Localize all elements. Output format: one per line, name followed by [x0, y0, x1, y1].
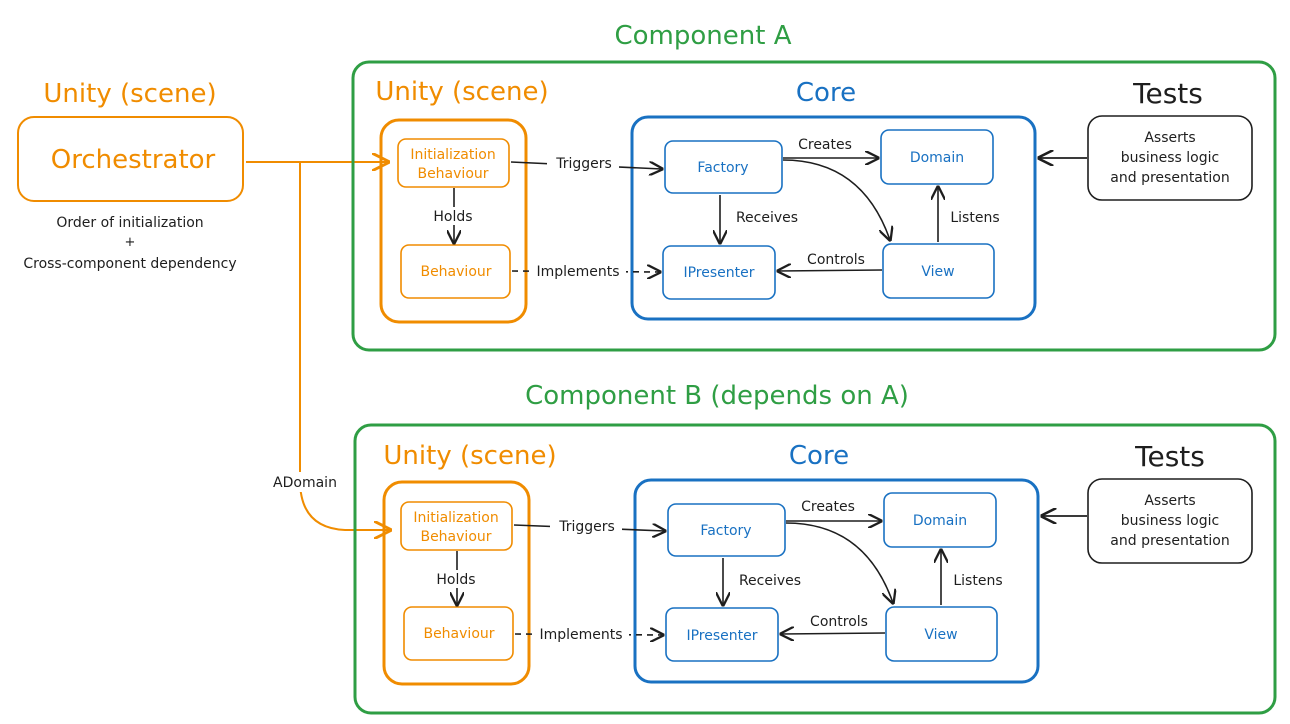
- component-a-frame: [351, 60, 1277, 352]
- component-b: Component B (depends on A) Unity (scene)…: [353, 381, 1277, 715]
- component-a-unity-title: Unity (scene): [375, 77, 548, 107]
- component-b-view-node[interactable]: [885, 606, 998, 662]
- component-a-tests-box[interactable]: [1087, 115, 1253, 201]
- component-b-domain-label: Domain: [913, 513, 967, 529]
- component-b-behaviour-node[interactable]: [403, 606, 514, 661]
- component-a-domain-label: Domain: [910, 150, 964, 166]
- component-a-creates-label: Creates: [798, 137, 852, 153]
- component-b-domain-node[interactable]: [883, 492, 997, 548]
- component-b-ipresenter-label: IPresenter: [686, 628, 757, 644]
- component-b-creates-view-arrow: [785, 522, 893, 603]
- component-a-controls-label: Controls: [807, 252, 865, 268]
- component-a-ipresenter-node[interactable]: [662, 245, 776, 300]
- component-b-tests-line3: and presentation: [1110, 533, 1229, 549]
- orchestrator-note-line2: +: [125, 235, 136, 250]
- component-b-holds-label: Holds: [436, 572, 475, 588]
- component-b-triggers-label: Triggers: [558, 519, 615, 535]
- component-a-triggers-label: Triggers: [555, 156, 612, 172]
- component-a-ipresenter-label: IPresenter: [683, 265, 754, 281]
- orchestrator-label: Orchestrator: [51, 145, 216, 175]
- component-b-controls-label: Controls: [810, 614, 868, 630]
- component-a-creates-view-arrow: [782, 159, 890, 240]
- component-b-unity-title: Unity (scene): [383, 441, 556, 471]
- component-b-core-title: Core: [789, 441, 849, 471]
- component-a-behaviour-node[interactable]: [400, 244, 511, 299]
- component-a-listens-label: Listens: [950, 210, 999, 226]
- component-a-implements-label: Implements: [536, 264, 619, 280]
- adomain-edge-label: ADomain: [273, 475, 337, 491]
- component-a-behaviour-label: Behaviour: [420, 264, 491, 280]
- component-b-ipresenter-node[interactable]: [665, 607, 779, 662]
- component-b-behaviour-label: Behaviour: [423, 626, 494, 642]
- orchestrator-note-line3: Cross-component dependency: [23, 256, 236, 272]
- orchestrator-note-line1: Order of initialization: [56, 215, 203, 231]
- component-a-init-line2: Behaviour: [417, 166, 488, 182]
- component-b-implements-label: Implements: [539, 627, 622, 643]
- component-a-factory-label: Factory: [697, 160, 748, 176]
- component-a-init-line1: Initialization: [410, 147, 495, 163]
- component-b-tests-line1: Asserts: [1144, 493, 1195, 509]
- component-b-controls-arrow: [781, 633, 886, 634]
- component-b-init-behaviour-node[interactable]: [400, 501, 513, 551]
- component-a-holds-label: Holds: [433, 209, 472, 225]
- adomain-label-bg: [268, 472, 342, 492]
- component-b-init-line2: Behaviour: [420, 529, 491, 545]
- component-a-tests-title: Tests: [1132, 77, 1203, 110]
- component-a-unity-box: [379, 118, 528, 324]
- component-b-receives-label: Receives: [739, 573, 801, 589]
- component-b-title: Component B (depends on A): [525, 381, 909, 411]
- component-a-tests-line1: Asserts: [1144, 130, 1195, 146]
- component-b-unity-box: [382, 480, 531, 686]
- component-a-tests-line2: business logic: [1121, 150, 1219, 166]
- component-b-init-line1: Initialization: [413, 510, 498, 526]
- orchestrator-box[interactable]: [17, 116, 244, 202]
- component-b-factory-label: Factory: [700, 523, 751, 539]
- orchestrator-section-title: Unity (scene): [43, 79, 216, 109]
- component-a-tests-line3: and presentation: [1110, 170, 1229, 186]
- orchestrator-group: Unity (scene) Orchestrator Order of init…: [17, 79, 390, 530]
- component-a-core-title: Core: [796, 78, 856, 108]
- component-a-view-label: View: [921, 264, 954, 280]
- component-b-core-box: [633, 478, 1040, 684]
- component-a-view-node[interactable]: [882, 243, 995, 299]
- component-a-controls-arrow: [778, 270, 883, 271]
- component-b-tests-line2: business logic: [1121, 513, 1219, 529]
- component-a-core-box: [630, 115, 1037, 321]
- component-b-frame: [353, 423, 1277, 715]
- component-b-tests-title: Tests: [1134, 440, 1205, 473]
- component-b-creates-label: Creates: [801, 499, 855, 515]
- component-b-factory-node[interactable]: [667, 503, 786, 557]
- component-b-listens-label: Listens: [953, 573, 1002, 589]
- component-b-tests-box[interactable]: [1087, 478, 1253, 564]
- component-a-init-behaviour-node[interactable]: [397, 138, 510, 188]
- component-b-view-label: View: [924, 627, 957, 643]
- component-a-factory-node[interactable]: [664, 140, 783, 194]
- component-a-domain-node[interactable]: [880, 129, 994, 185]
- component-a: Component A Unity (scene) Initialization…: [351, 21, 1277, 352]
- component-a-receives-label: Receives: [736, 210, 798, 226]
- component-a-title: Component A: [615, 21, 792, 51]
